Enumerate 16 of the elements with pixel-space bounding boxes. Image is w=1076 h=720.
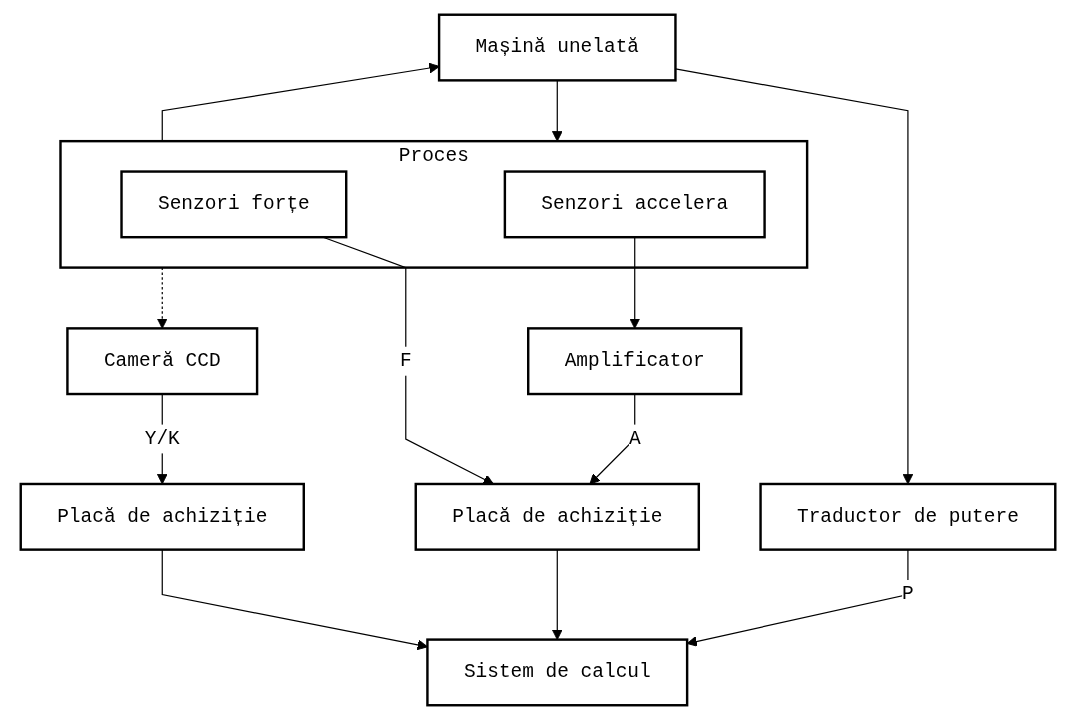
node-box: Traductor de putere	[759, 482, 1057, 551]
edge-label: F	[399, 350, 412, 373]
arrow	[161, 549, 428, 651]
edge-label: P	[902, 583, 914, 606]
node-box: Senzori accelera	[503, 170, 766, 239]
node-box: Sistem de calcul	[426, 638, 689, 707]
edge-label: Y/K	[144, 428, 180, 450]
node-box: Cameră CCD	[66, 327, 259, 396]
arrow	[156, 267, 168, 329]
node-box: Amplificator	[527, 327, 743, 396]
edge-label: A	[628, 428, 641, 450]
node-box: Placă de achiziție	[19, 482, 305, 551]
node-box: Mașină unelată	[437, 13, 677, 82]
node-box: Placă de achiziție	[414, 482, 700, 551]
node-box: Senzori forțe	[120, 170, 348, 239]
arrow	[161, 62, 440, 142]
